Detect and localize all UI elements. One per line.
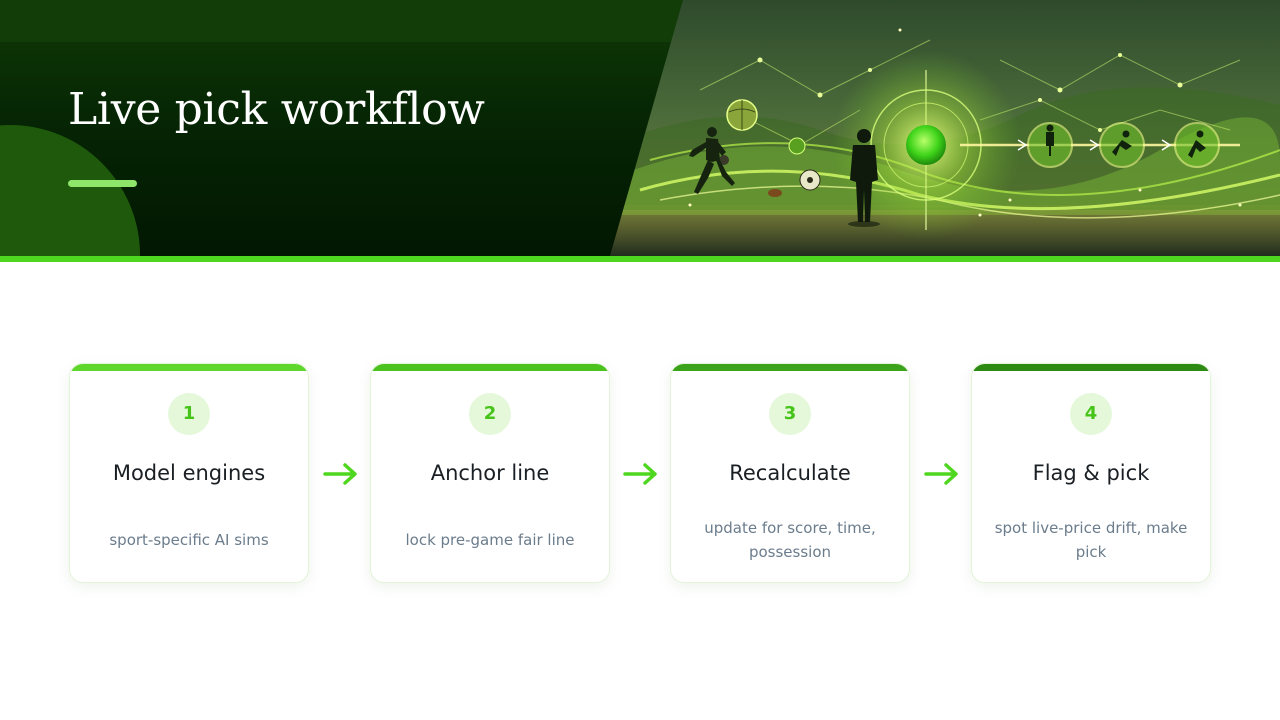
step-description: spot live-price drift, make pick <box>994 519 1188 561</box>
header-banner: Live pick workflow <box>0 0 1280 256</box>
page-title: Live pick workflow <box>68 84 485 135</box>
step-number: 4 <box>1070 393 1112 435</box>
sports-ai-network-illustration <box>610 0 1280 256</box>
title-accent-bar <box>68 180 137 187</box>
step-card-3: 3 Recalculate update for score, time, po… <box>670 363 910 583</box>
step-card-2: 2 Anchor line lock pre-game fair line <box>370 363 610 583</box>
step-title: Flag & pick <box>1032 461 1150 485</box>
step-number: 1 <box>168 393 210 435</box>
step-description: sport-specific AI sims <box>109 531 269 549</box>
step-description: lock pre-game fair line <box>405 531 575 549</box>
step-number: 3 <box>769 393 811 435</box>
card-topbar <box>371 364 609 371</box>
card-topbar <box>70 364 308 371</box>
step-title: Recalculate <box>729 461 851 485</box>
step-number: 2 <box>469 393 511 435</box>
card-topbar <box>671 364 909 371</box>
arrow-right-icon <box>623 463 657 485</box>
card-topbar <box>972 364 1210 371</box>
step-title: Model engines <box>112 461 266 485</box>
step-card-4: 4 Flag & pick spot live-price drift, mak… <box>971 363 1211 583</box>
step-title: Anchor line <box>430 461 550 485</box>
arrow-right-icon <box>323 463 357 485</box>
decorative-circle <box>0 125 140 256</box>
header-divider <box>0 256 1280 262</box>
header-top-band <box>0 0 720 42</box>
arrow-right-icon <box>924 463 958 485</box>
step-description: update for score, time, possession <box>704 519 876 561</box>
step-card-1: 1 Model engines sport-specific AI sims <box>69 363 309 583</box>
